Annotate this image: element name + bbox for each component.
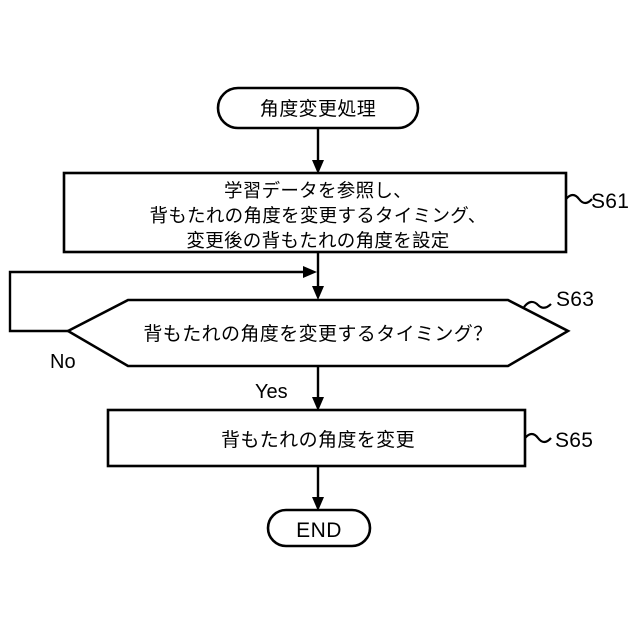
edge-s63-to-s65 — [312, 366, 324, 411]
node-s63-decision — [65, 298, 571, 368]
step-label-s61: S61 — [591, 190, 630, 213]
step-label-s63: S63 — [556, 288, 595, 311]
node-s65-box — [106, 408, 527, 468]
leader-s61 — [565, 193, 593, 205]
arrowhead-down-icon — [312, 397, 324, 411]
edge-s65-to-end — [312, 466, 324, 511]
node-end-label: END — [296, 519, 342, 542]
edge-s61-to-s63 — [312, 252, 324, 300]
node-s61-line-1: 学習データを参照し、 — [223, 181, 412, 202]
node-start-terminator — [216, 86, 420, 130]
edge-label-no: No — [50, 351, 76, 373]
node-start-label: 角度変更処理 — [259, 98, 377, 120]
arrowhead-down-icon — [312, 497, 324, 511]
edge-label-yes: Yes — [255, 381, 288, 403]
edge-no-loop — [8, 266, 317, 333]
node-s61-box — [62, 171, 568, 254]
leader-s65 — [524, 432, 552, 444]
edge-start-to-s61 — [312, 128, 324, 174]
node-s65-label: 背もたれの角度を変更 — [220, 429, 415, 451]
node-end-terminator — [266, 508, 372, 548]
arrowhead-right-icon — [303, 266, 317, 278]
node-s61-line-3: 変更後の背もたれの角度を設定 — [186, 231, 450, 252]
step-label-s65: S65 — [555, 429, 594, 452]
node-s61-line-2: 背もたれの角度を変更するタイミング、 — [149, 206, 487, 227]
leader-s63 — [523, 300, 552, 309]
arrowhead-down-icon — [312, 286, 324, 300]
arrowhead-down-icon — [312, 160, 324, 174]
node-s63-label: 背もたれの角度を変更するタイミング？ — [143, 323, 493, 345]
